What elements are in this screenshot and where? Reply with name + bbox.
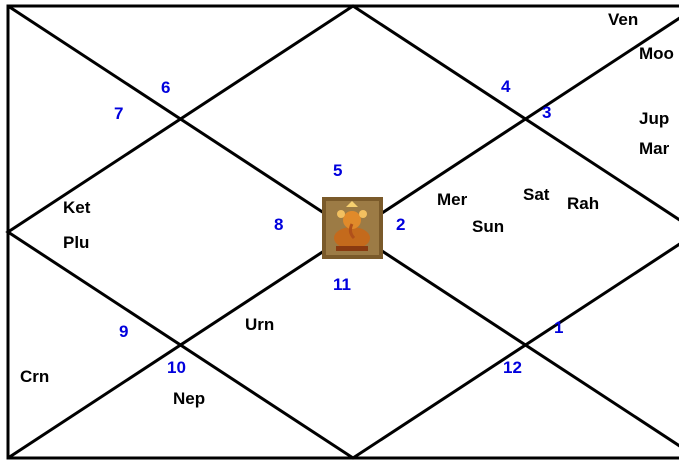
planet-nep: Nep	[173, 389, 205, 408]
center-emblem	[322, 197, 383, 259]
planet-jup: Jup	[639, 109, 669, 128]
planet-ket: Ket	[63, 198, 91, 217]
house-number-1: 1	[554, 318, 563, 337]
planet-urn: Urn	[245, 315, 274, 334]
house-number-9: 9	[119, 322, 128, 341]
house-number-4: 4	[501, 77, 511, 96]
house-number-11: 11	[333, 275, 351, 294]
planet-sat: Sat	[523, 185, 550, 204]
planet-mar: Mar	[639, 139, 670, 158]
planet-moo: Moo	[639, 44, 674, 63]
planet-sun: Sun	[472, 217, 504, 236]
house-number-7: 7	[114, 104, 123, 123]
house-number-8: 8	[274, 215, 283, 234]
planet-mer: Mer	[437, 190, 468, 209]
planet-ven: Ven	[608, 10, 638, 29]
planet-plu: Plu	[63, 233, 89, 252]
house-number-12: 12	[503, 358, 522, 377]
planet-crn: Crn	[20, 367, 49, 386]
house-number-2: 2	[396, 215, 405, 234]
house-number-5: 5	[333, 161, 342, 180]
house-number-3: 3	[542, 103, 551, 122]
house-number-10: 10	[167, 358, 186, 377]
house-number-6: 6	[161, 78, 170, 97]
planet-rah: Rah	[567, 194, 599, 213]
